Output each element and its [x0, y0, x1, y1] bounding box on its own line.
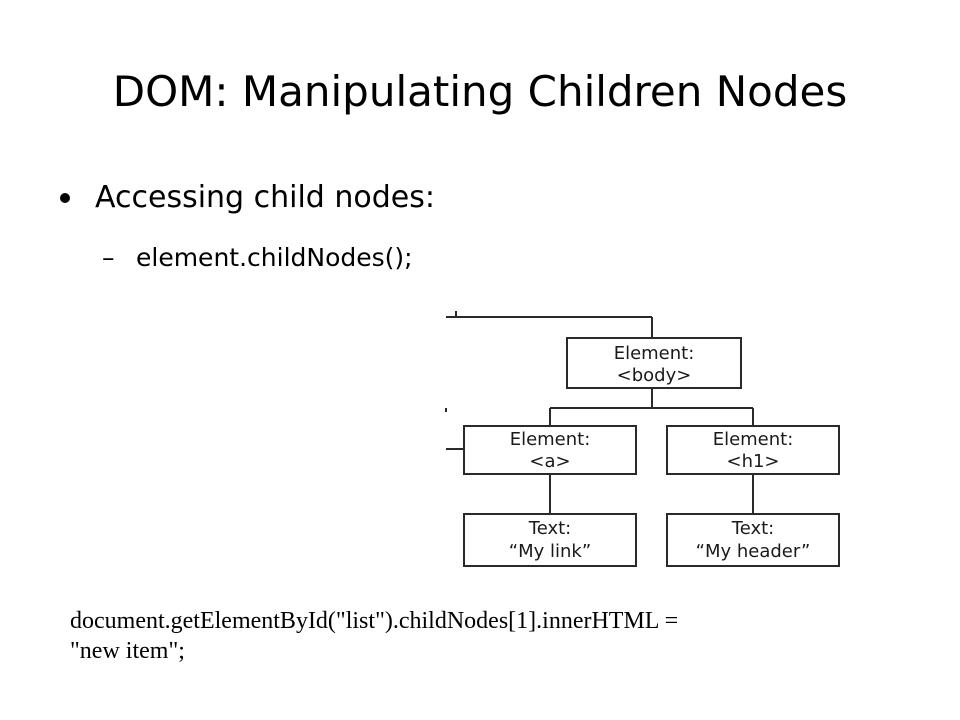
body-node-tag: <body>	[617, 365, 692, 386]
h1-node-label: Element:	[713, 429, 794, 450]
sub-bullet-text: element.childNodes();	[136, 243, 413, 272]
h1-node-tag: <h1>	[726, 451, 779, 472]
h1-node: Element: <h1>	[666, 425, 840, 475]
slide-title: DOM: Manipulating Children Nodes	[112, 67, 848, 116]
a-node: Element: <a>	[463, 425, 637, 475]
code-line-1: document.getElementById("list").childNod…	[70, 608, 679, 634]
a-text-node: Text: “My link”	[463, 513, 637, 567]
h1-text-node-label: Text:	[731, 518, 774, 539]
bullet-dot-icon	[60, 193, 70, 203]
h1-text-node: Text: “My header”	[666, 513, 840, 567]
code-snippet: document.getElementById("list").childNod…	[70, 606, 910, 666]
a-text-node-label: Text:	[528, 518, 571, 539]
bullet-text: Accessing child nodes:	[95, 180, 435, 215]
sub-bullet-dash: –	[102, 243, 115, 272]
code-line-2: "new item";	[70, 638, 185, 664]
body-node: Element: <body>	[566, 337, 742, 389]
a-node-tag: <a>	[529, 451, 570, 472]
a-text-node-value: “My link”	[509, 541, 591, 562]
body-node-label: Element:	[614, 343, 695, 364]
tree-connector-lines	[445, 311, 754, 514]
a-node-label: Element:	[510, 429, 591, 450]
h1-text-node-value: “My header”	[696, 541, 811, 562]
